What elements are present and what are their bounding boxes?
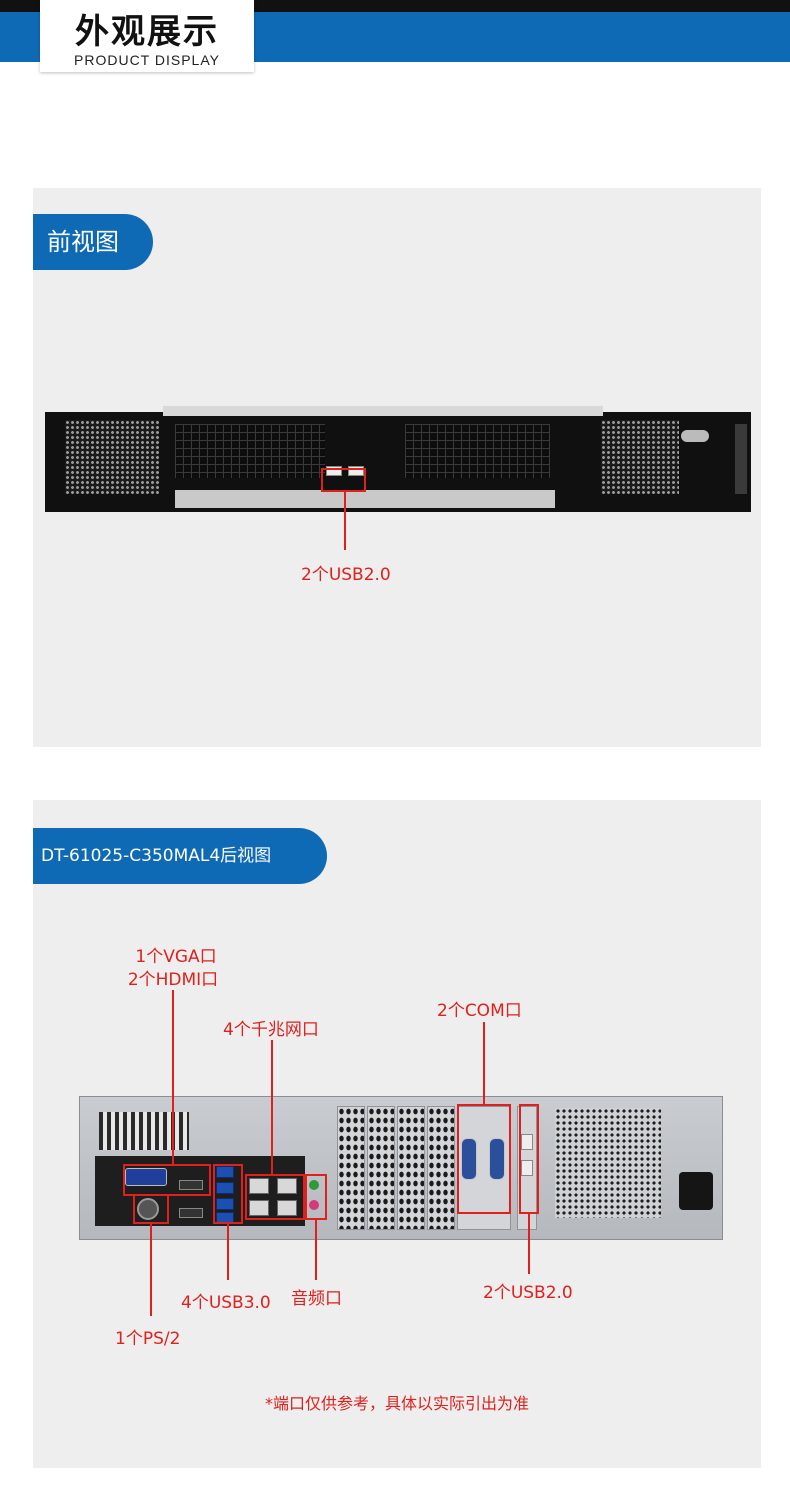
- pcie-slot-2: [367, 1106, 395, 1230]
- audio-jack-pink: [309, 1200, 319, 1210]
- front-view-tag: 前视图: [33, 214, 153, 270]
- ps2-label: 1个PS/2: [115, 1329, 181, 1349]
- usb3-port-3: [216, 1198, 234, 1210]
- section-title-box: 外观展示 PRODUCT DISPLAY: [40, 0, 254, 72]
- usb2-leader: [528, 1214, 530, 1274]
- front-chassis-image: [45, 406, 751, 518]
- vga-port: [125, 1168, 167, 1186]
- rear-usb2-port-1: [521, 1134, 533, 1150]
- right-handle: [735, 424, 747, 494]
- vga-label: 1个VGA口: [135, 947, 217, 967]
- com-label: 2个COM口: [437, 1001, 522, 1021]
- front-usb-port-1: [326, 466, 342, 476]
- audio-leader: [315, 1220, 317, 1280]
- rear-usb2-port-2: [521, 1160, 533, 1176]
- com-port-1: [461, 1138, 477, 1180]
- lan-label: 4个千兆网口: [223, 1020, 319, 1040]
- rear-view-tag: DT-61025-C350MAL4后视图: [33, 828, 327, 884]
- ps2-port: [137, 1198, 159, 1220]
- com-leader: [483, 1022, 485, 1104]
- lan-port-3: [249, 1200, 269, 1216]
- com-highlight: [457, 1104, 511, 1214]
- front-vent-right: [405, 424, 550, 478]
- section-subtitle: PRODUCT DISPLAY: [74, 52, 220, 68]
- power-inlet: [679, 1172, 713, 1210]
- front-bottom-rail: [175, 490, 555, 508]
- lan-highlight: [245, 1174, 305, 1220]
- vga-leader: [172, 990, 174, 1164]
- front-usb-highlight: [321, 468, 366, 492]
- front-usb-port-2: [348, 466, 364, 476]
- left-ear-mesh: [65, 420, 159, 494]
- pcie-slot-1: [337, 1106, 365, 1230]
- hdmi-label: 2个HDMI口: [127, 970, 219, 990]
- lan-port-4: [277, 1200, 297, 1216]
- audio-jack-green: [309, 1180, 319, 1190]
- port-disclaimer: *端口仅供参考，具体以实际引出为准: [264, 1394, 529, 1413]
- hdmi-port-2: [179, 1208, 203, 1218]
- lan-leader: [271, 1040, 273, 1174]
- rear-top-vent: [99, 1112, 189, 1150]
- lan-port-2: [277, 1178, 297, 1194]
- usb3-highlight: [213, 1164, 243, 1224]
- vga-hdmi-highlight: [123, 1164, 211, 1196]
- audio-label: 音频口: [291, 1289, 342, 1309]
- section-title: 外观展示: [75, 12, 219, 52]
- pcie-slot-3: [397, 1106, 425, 1230]
- lan-port-1: [249, 1178, 269, 1194]
- usb3-leader: [227, 1224, 229, 1280]
- handle-screw: [681, 430, 709, 442]
- hdmi-port-1: [179, 1180, 203, 1190]
- rear-chassis-image: [79, 1096, 723, 1240]
- usb3-port-1: [216, 1166, 234, 1178]
- front-usb-leader: [344, 492, 346, 550]
- front-top-rail: [163, 406, 603, 416]
- com-port-2: [489, 1138, 505, 1180]
- ps2-leader: [150, 1224, 152, 1316]
- pcie-slot-4: [427, 1106, 455, 1230]
- usb2-highlight: [519, 1104, 539, 1214]
- right-ear-mesh: [601, 420, 679, 494]
- audio-highlight: [305, 1174, 327, 1220]
- front-usb-label: 2个USB2.0: [301, 565, 391, 585]
- usb3-label: 4个USB3.0: [181, 1293, 271, 1313]
- usb3-port-2: [216, 1182, 234, 1194]
- rear-view-panel: DT-61025-C350MAL4后视图 1个VGA口 2个HDMI口 4个千兆…: [33, 800, 761, 1468]
- ps2-highlight: [133, 1194, 169, 1224]
- rear-usb2-label: 2个USB2.0: [483, 1283, 573, 1303]
- front-view-panel: 前视图 2个USB2.0: [33, 188, 761, 747]
- psu-fan-grille: [555, 1108, 661, 1218]
- front-vent-left: [175, 424, 325, 478]
